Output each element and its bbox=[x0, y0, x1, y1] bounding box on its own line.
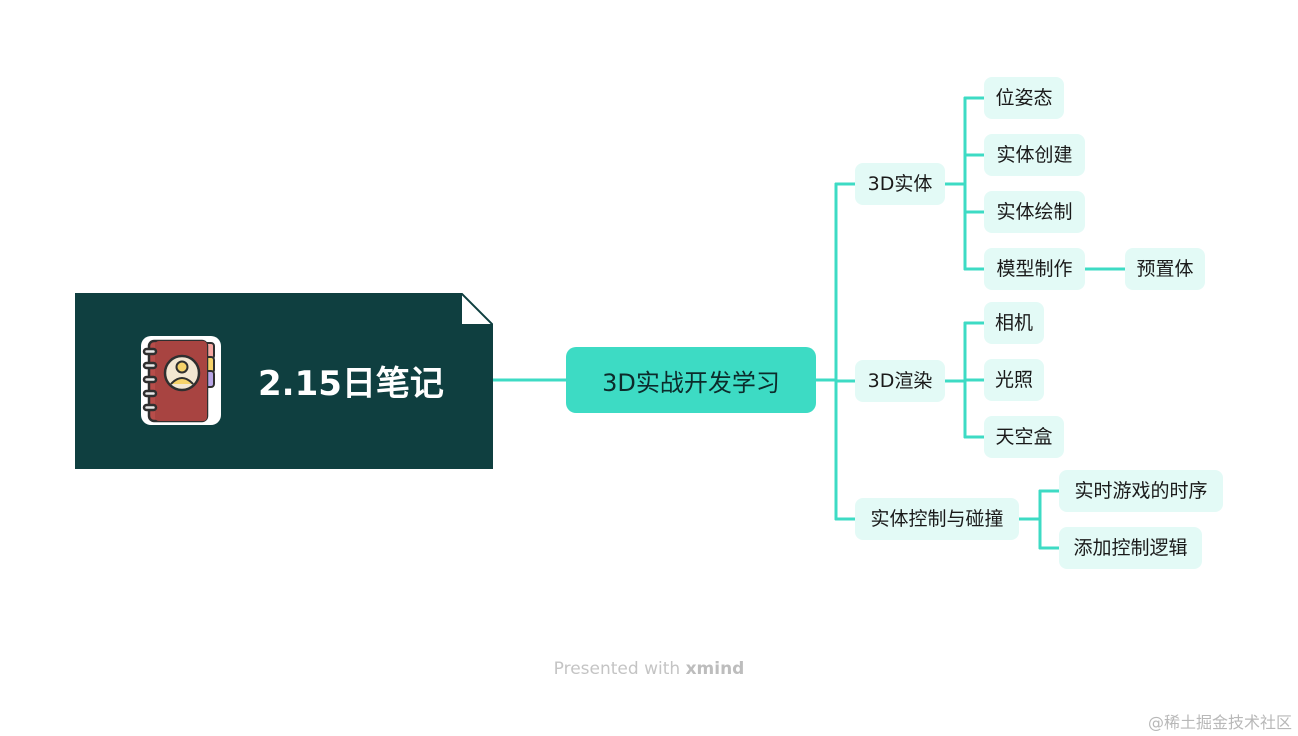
presented-with-footer: Presented with xmind bbox=[0, 659, 1298, 681]
topic-entity-create[interactable]: 实体创建 bbox=[984, 134, 1085, 176]
notebook-contact-icon bbox=[141, 336, 221, 425]
branch-3d-render[interactable]: 3D渲染 bbox=[855, 360, 945, 402]
folded-corner bbox=[461, 293, 493, 325]
watermark: @稀土掘金技术社区 bbox=[1147, 713, 1292, 732]
topic-skybox[interactable]: 天空盒 bbox=[984, 416, 1064, 458]
footer-prefix: Presented with bbox=[553, 659, 681, 679]
main-topic-node[interactable]: 3D实战开发学习 bbox=[566, 347, 816, 413]
topic-pose[interactable]: 位姿态 bbox=[984, 77, 1064, 119]
branch-entity-control-collision[interactable]: 实体控制与碰撞 bbox=[855, 498, 1019, 540]
branch-3d-entity[interactable]: 3D实体 bbox=[855, 163, 945, 205]
xmind-logo-text: xmind bbox=[685, 659, 745, 679]
topic-entity-draw[interactable]: 实体绘制 bbox=[984, 191, 1085, 233]
topic-camera[interactable]: 相机 bbox=[984, 302, 1044, 344]
topic-add-control-logic[interactable]: 添加控制逻辑 bbox=[1059, 527, 1202, 569]
topic-realtime-game-timing[interactable]: 实时游戏的时序 bbox=[1059, 470, 1223, 512]
root-topic-title[interactable]: 2.15日笔记 bbox=[258, 363, 444, 404]
topic-model-making[interactable]: 模型制作 bbox=[984, 248, 1085, 290]
topic-lighting[interactable]: 光照 bbox=[984, 359, 1044, 401]
topic-prefab[interactable]: 预置体 bbox=[1125, 248, 1205, 290]
